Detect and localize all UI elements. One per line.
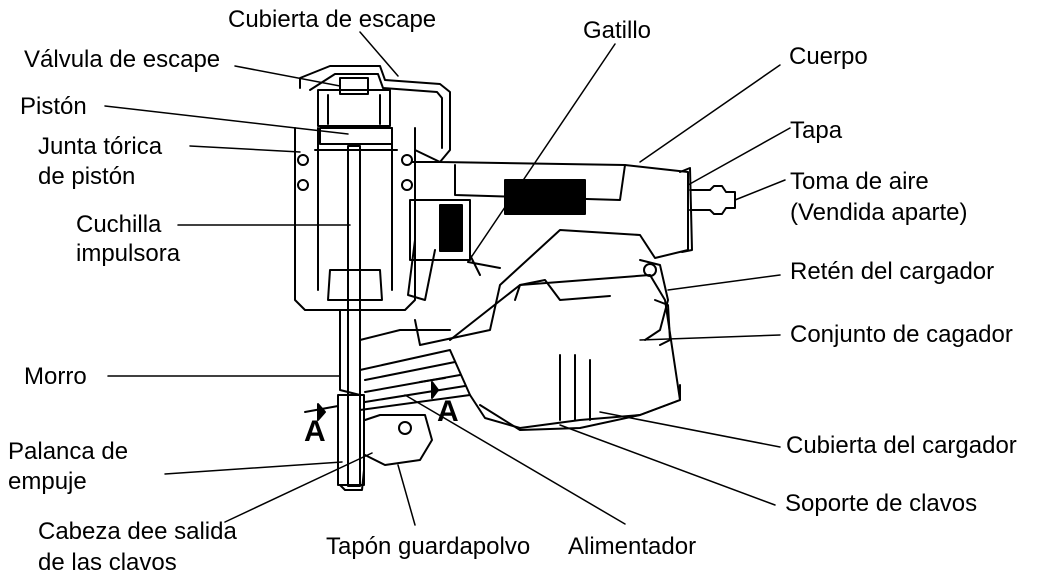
piston-oring-left2 [297,179,309,191]
leader-cabeza [224,452,373,523]
magazine-hinge-pin [643,263,657,277]
leader-tapa [687,127,791,186]
label-cuchilla-1: Cuchilla [76,211,162,238]
magazine-body [449,274,681,429]
magazine-ribs [559,354,591,421]
label-piston: Pistón [20,93,87,120]
label-alimentador: Alimentador [568,533,697,560]
nose-housing [339,309,451,396]
exhaust-valve-block [317,89,391,127]
label-tapa: Tapa [790,117,843,144]
label-cubierta-del-cargador: Cubierta del cargador [786,432,1017,459]
label-junta-torica-2: de pistón [38,163,136,190]
magazine-hinge [639,259,669,341]
label-cabeza-de-salida-1: Cabeza dee salida [38,518,237,545]
push-lever [339,469,365,491]
label-palanca-de-empuje-2: empuje [8,468,87,495]
section-marker-right: A [437,395,459,428]
label-tapon-guardapolvo: Tapón guardapolvo [326,533,531,560]
section-arrow-left [317,403,326,421]
section-arrow-right [431,381,439,399]
magazine-latch [654,299,671,346]
exhaust-cover-inner [309,73,443,149]
leader-alimentador [404,394,626,525]
magazine-upper [514,279,611,301]
trigger [407,239,436,301]
exhaust-cover [299,65,451,163]
label-palanca-de-empuje-1: Palanca de [8,438,129,465]
piston [319,127,393,145]
label-morro: Morro [24,363,87,390]
driver-blade [347,145,361,487]
piston-oring-right [401,154,413,166]
section-line-right [419,377,446,383]
leader-junta [189,145,301,153]
nose [337,394,365,486]
body-housing [414,149,689,346]
piston-oring-left [297,154,309,166]
piston-oring-right2 [401,179,413,191]
label-toma-de-aire-1: Toma de aire [790,168,929,195]
leader-toma [734,179,786,201]
leader-soporte [559,424,776,506]
feeder [359,349,471,411]
cylinder-bumper [327,269,383,301]
leader-cubierta-cargador [599,411,781,448]
leader-tapon [397,464,416,526]
cylinder-outer [294,127,416,311]
trigger-link [467,254,501,276]
section-marker-left: A [304,415,326,448]
label-conjunto-de-cagador: Conjunto de cagador [790,321,1013,348]
label-cubierta-de-escape: Cubierta de escape [228,6,437,33]
label-soporte-de-clavos: Soporte de clavos [785,490,978,517]
cylinder-inner [317,127,393,291]
leader-valvula [234,65,341,87]
leader-cuerpo [639,64,781,163]
leader-reten [667,274,781,291]
leader-piston [104,105,349,135]
air-fitting [689,185,736,215]
trigger-valve-2 [439,204,463,252]
dust-plug [364,414,433,466]
leader-gatillo [467,43,616,263]
label-cuerpo: Cuerpo [789,43,868,70]
leader-palanca [164,461,343,475]
label-cuchilla-2: impulsora [76,240,181,267]
exhaust-valve-inner [339,77,369,95]
leader-cubierta-escape [359,31,399,77]
label-junta-torica-1: Junta tórica [38,133,163,160]
magazine-cover-bottom [479,384,681,431]
leader-lines [104,31,791,526]
label-toma-de-aire-2: (Vendida aparte) [790,199,968,226]
label-gatillo: Gatillo [583,17,652,44]
trigger-valve [409,199,471,261]
leader-conjunto [639,334,781,341]
handle-slot [504,179,586,215]
label-reten-del-cargador: Retén del cargador [790,258,995,285]
label-valvula-de-escape: Válvula de escape [24,46,221,73]
label-cabeza-de-salida-2: de las clavos [38,549,177,576]
dust-plug-screw [398,421,412,435]
